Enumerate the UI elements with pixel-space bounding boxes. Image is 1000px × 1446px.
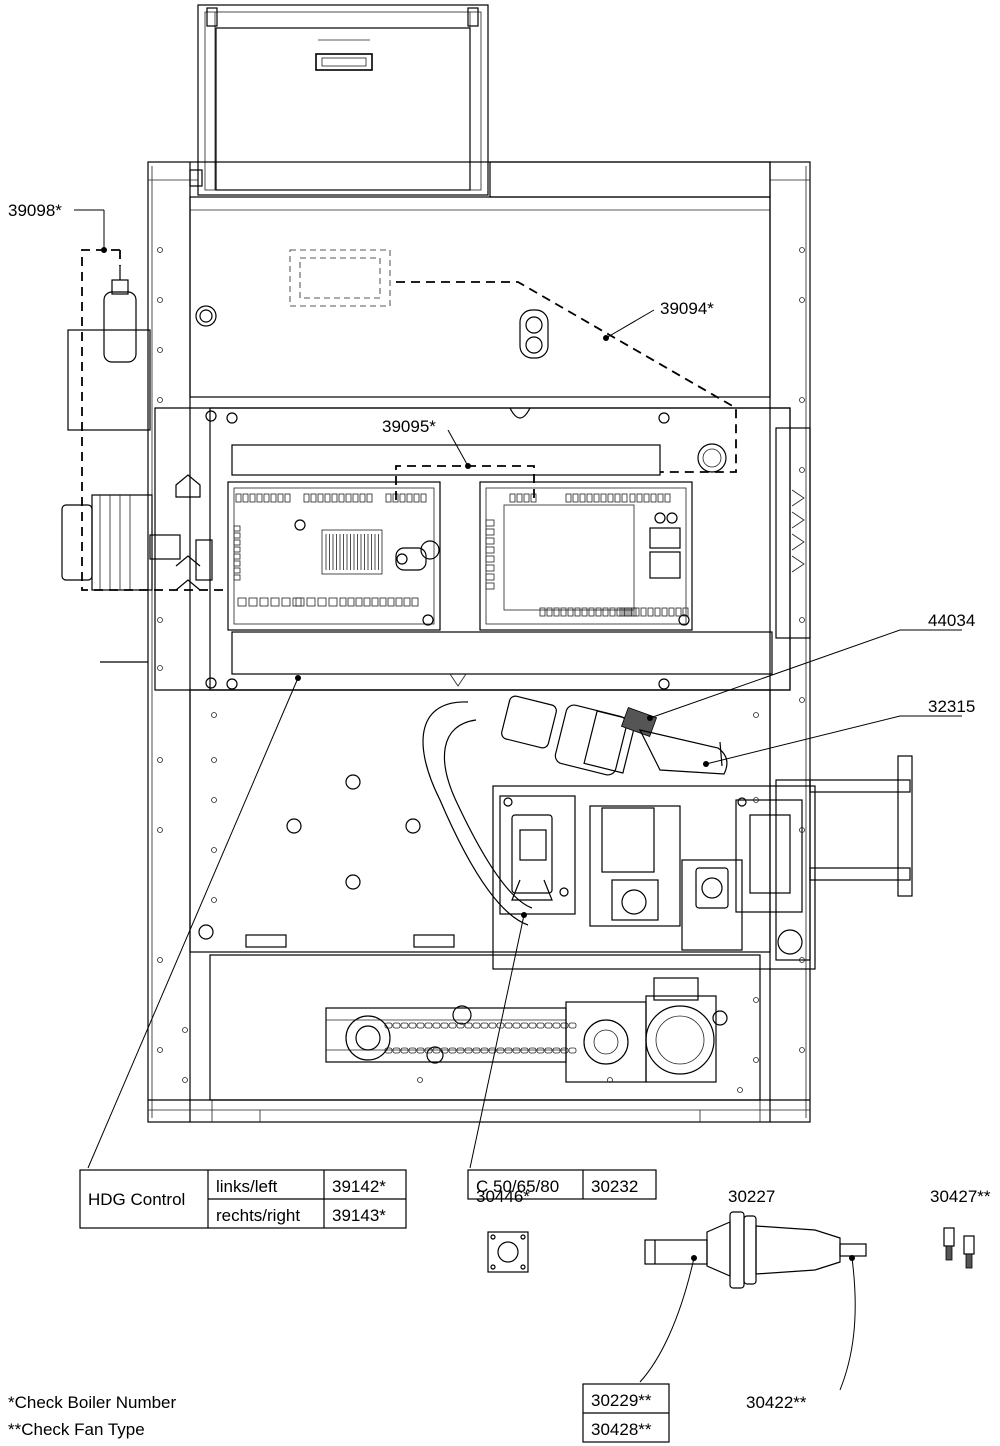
callout-30227: 30227 (728, 1187, 775, 1206)
nozzle-table: 30229** 30428** (582, 1383, 670, 1443)
leader-lines (74, 209, 962, 1391)
nozzle-part-1: 30229** (591, 1391, 652, 1410)
controller-board-right (479, 481, 693, 631)
controller-board-left (227, 481, 441, 631)
terminal-blocks (233, 493, 689, 617)
c-model-label: C 50/65/80 (476, 1177, 559, 1196)
controller-plate (154, 407, 811, 691)
callout-30422: 30422** (746, 1393, 807, 1412)
part-30227-nozzle (644, 1211, 867, 1289)
hdg-row-right-part: 39143* (332, 1206, 386, 1225)
hdg-row-left-side: links/left (216, 1177, 278, 1196)
part-30427-brushes (943, 1227, 975, 1269)
actuator-box (492, 785, 816, 970)
callout-32315: 32315 (928, 697, 975, 716)
frame-screws (157, 247, 805, 1093)
hdg-control-table: HDG Control links/left 39142* rechts/rig… (79, 1169, 407, 1229)
top-hopper (189, 4, 489, 196)
hdg-row-left-part: 39142* (332, 1177, 386, 1196)
note-fan-type: **Check Fan Type (8, 1420, 145, 1439)
c-model-part: 30232 (591, 1177, 638, 1196)
callout-30446: 30446* (476, 1187, 530, 1206)
note-boiler-number: *Check Boiler Number (8, 1393, 177, 1412)
callout-39095: 39095* (382, 417, 436, 436)
callout-44034: 44034 (928, 611, 975, 630)
dashed-outline-39095 (395, 465, 535, 500)
blower-hose (422, 695, 728, 926)
callout-30427: 30427** (930, 1187, 991, 1206)
dashed-outline-39094 (396, 281, 737, 473)
callout-39094: 39094* (660, 299, 714, 318)
hdg-row-right-side: rechts/right (216, 1206, 300, 1225)
hdg-title: HDG Control (88, 1190, 185, 1209)
left-fan-unit (61, 266, 181, 663)
part-30446-plate (487, 1231, 529, 1273)
nozzle-part-2: 30428** (591, 1420, 652, 1439)
lower-panel (189, 689, 913, 1101)
chain-drive (325, 977, 728, 1083)
c-model-table: C 50/65/80 30232 (467, 1169, 657, 1200)
callout-39098: 39098* (8, 201, 62, 220)
upper-panel (189, 196, 771, 473)
